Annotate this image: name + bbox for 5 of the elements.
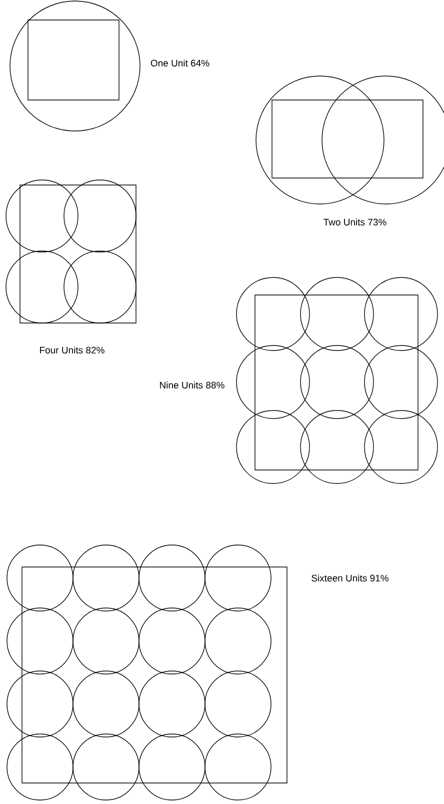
caption-text: Sixteen Units 91%: [312, 574, 388, 582]
caption-text: Nine Units 88%: [160, 382, 224, 388]
caption-text: Two Units 73%: [324, 218, 386, 226]
caption-text: One Unit 64%: [150, 60, 210, 66]
caption-text: Four Units 82%: [40, 346, 104, 354]
